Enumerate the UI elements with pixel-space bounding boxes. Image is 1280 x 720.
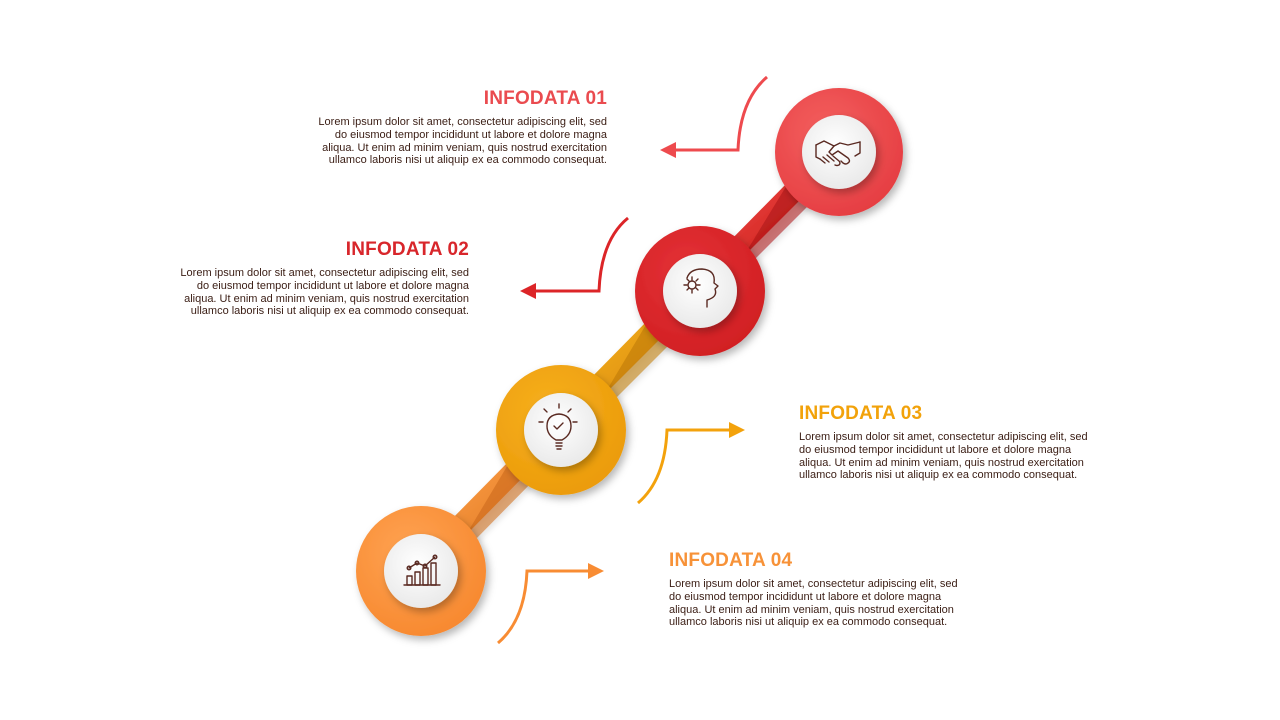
step-node-2 <box>635 226 765 356</box>
step-node-4 <box>356 506 486 636</box>
info-block-4: INFODATA 04 Lorem ipsum dolor sit amet, … <box>669 550 959 629</box>
info-title: INFODATA 01 <box>483 88 607 109</box>
info-text: Lorem ipsum dolor sit amet, consectetur … <box>318 116 607 167</box>
info-text: Lorem ipsum dolor sit amet, consectetur … <box>180 267 469 318</box>
info-text: Lorem ipsum dolor sit amet, consectetur … <box>669 578 958 629</box>
step-node-3 <box>496 365 626 495</box>
arrow-1 <box>660 75 768 158</box>
arrow-4 <box>497 563 604 645</box>
bar-chart-icon <box>403 554 441 586</box>
head-gear-icon <box>683 268 719 308</box>
info-block-3: INFODATA 03 Lorem ipsum dolor sit amet, … <box>799 403 1089 482</box>
lightbulb-icon <box>538 403 578 450</box>
info-title: INFODATA 02 <box>345 239 469 260</box>
info-text: Lorem ipsum dolor sit amet, consectetur … <box>799 431 1088 482</box>
handshake-icon <box>815 140 861 167</box>
info-title: INFODATA 03 <box>799 403 923 424</box>
info-block-1: INFODATA 01 Lorem ipsum dolor sit amet, … <box>317 88 607 167</box>
info-title: INFODATA 04 <box>669 550 793 571</box>
arrow-3 <box>637 422 745 505</box>
info-block-2: INFODATA 02 Lorem ipsum dolor sit amet, … <box>179 239 469 318</box>
arrow-2 <box>520 216 629 299</box>
